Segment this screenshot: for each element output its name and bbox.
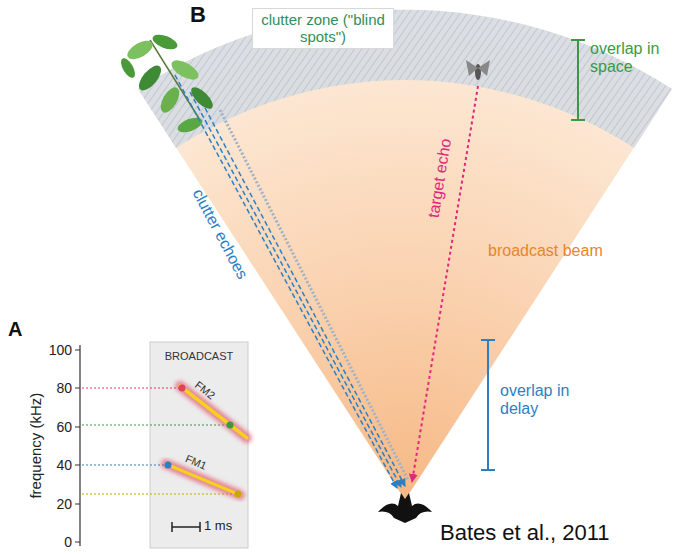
callout-box: clutter zone ("blind spots") (252, 8, 394, 49)
bracket-label: overlap in space (590, 40, 666, 77)
tick-label: 60 (56, 419, 72, 435)
foliage (118, 32, 216, 135)
spectrogram-panel (150, 342, 248, 548)
leaf (176, 115, 205, 135)
dot-25 (235, 491, 242, 498)
clutter-zone-band (138, 10, 672, 148)
leaf (188, 84, 216, 112)
beam-label: broadcast beam (488, 242, 603, 260)
target-echo-arrow (412, 86, 478, 482)
guide-40 (82, 464, 168, 465)
delay-bracket (481, 340, 495, 470)
inset-title: BROADCAST (165, 350, 233, 363)
guide-lines (82, 388, 238, 494)
scale-label: 1 ms (204, 519, 232, 534)
space-bracket (571, 40, 585, 120)
dot-80 (179, 385, 186, 392)
leaf (124, 37, 155, 63)
dot-40 (165, 462, 172, 469)
tick-label: 80 (56, 380, 72, 396)
panel-letter: B (190, 2, 206, 27)
tick-label: 100 (49, 342, 72, 358)
moth-wings (466, 60, 490, 76)
leaf (169, 56, 202, 83)
tick-label: 40 (56, 457, 72, 473)
guide-80 (82, 387, 182, 388)
guide-25 (82, 493, 238, 494)
panel-letter: A (8, 318, 22, 341)
guide-60 (82, 424, 230, 425)
fm-sweeps (166, 386, 247, 495)
moth-target (466, 60, 490, 80)
axis-title: frequency (kHz) (27, 393, 44, 499)
citation: Bates et al., 2011 (440, 520, 610, 545)
leaf (135, 62, 165, 94)
time-scale-bar (172, 522, 200, 532)
leaf (157, 84, 183, 115)
leaf (151, 32, 180, 52)
branch (150, 40, 200, 120)
bat-silhouette (378, 493, 432, 523)
bracket-label: overlap in delay (500, 382, 580, 419)
tick-label: 20 (56, 496, 72, 512)
tick-label: 0 (64, 534, 72, 550)
leaf (118, 56, 138, 80)
callout-text: clutter zone ("blind spots") (259, 11, 387, 46)
moth-body (475, 64, 481, 80)
dot-60 (227, 422, 234, 429)
frequency-axis (75, 345, 80, 546)
